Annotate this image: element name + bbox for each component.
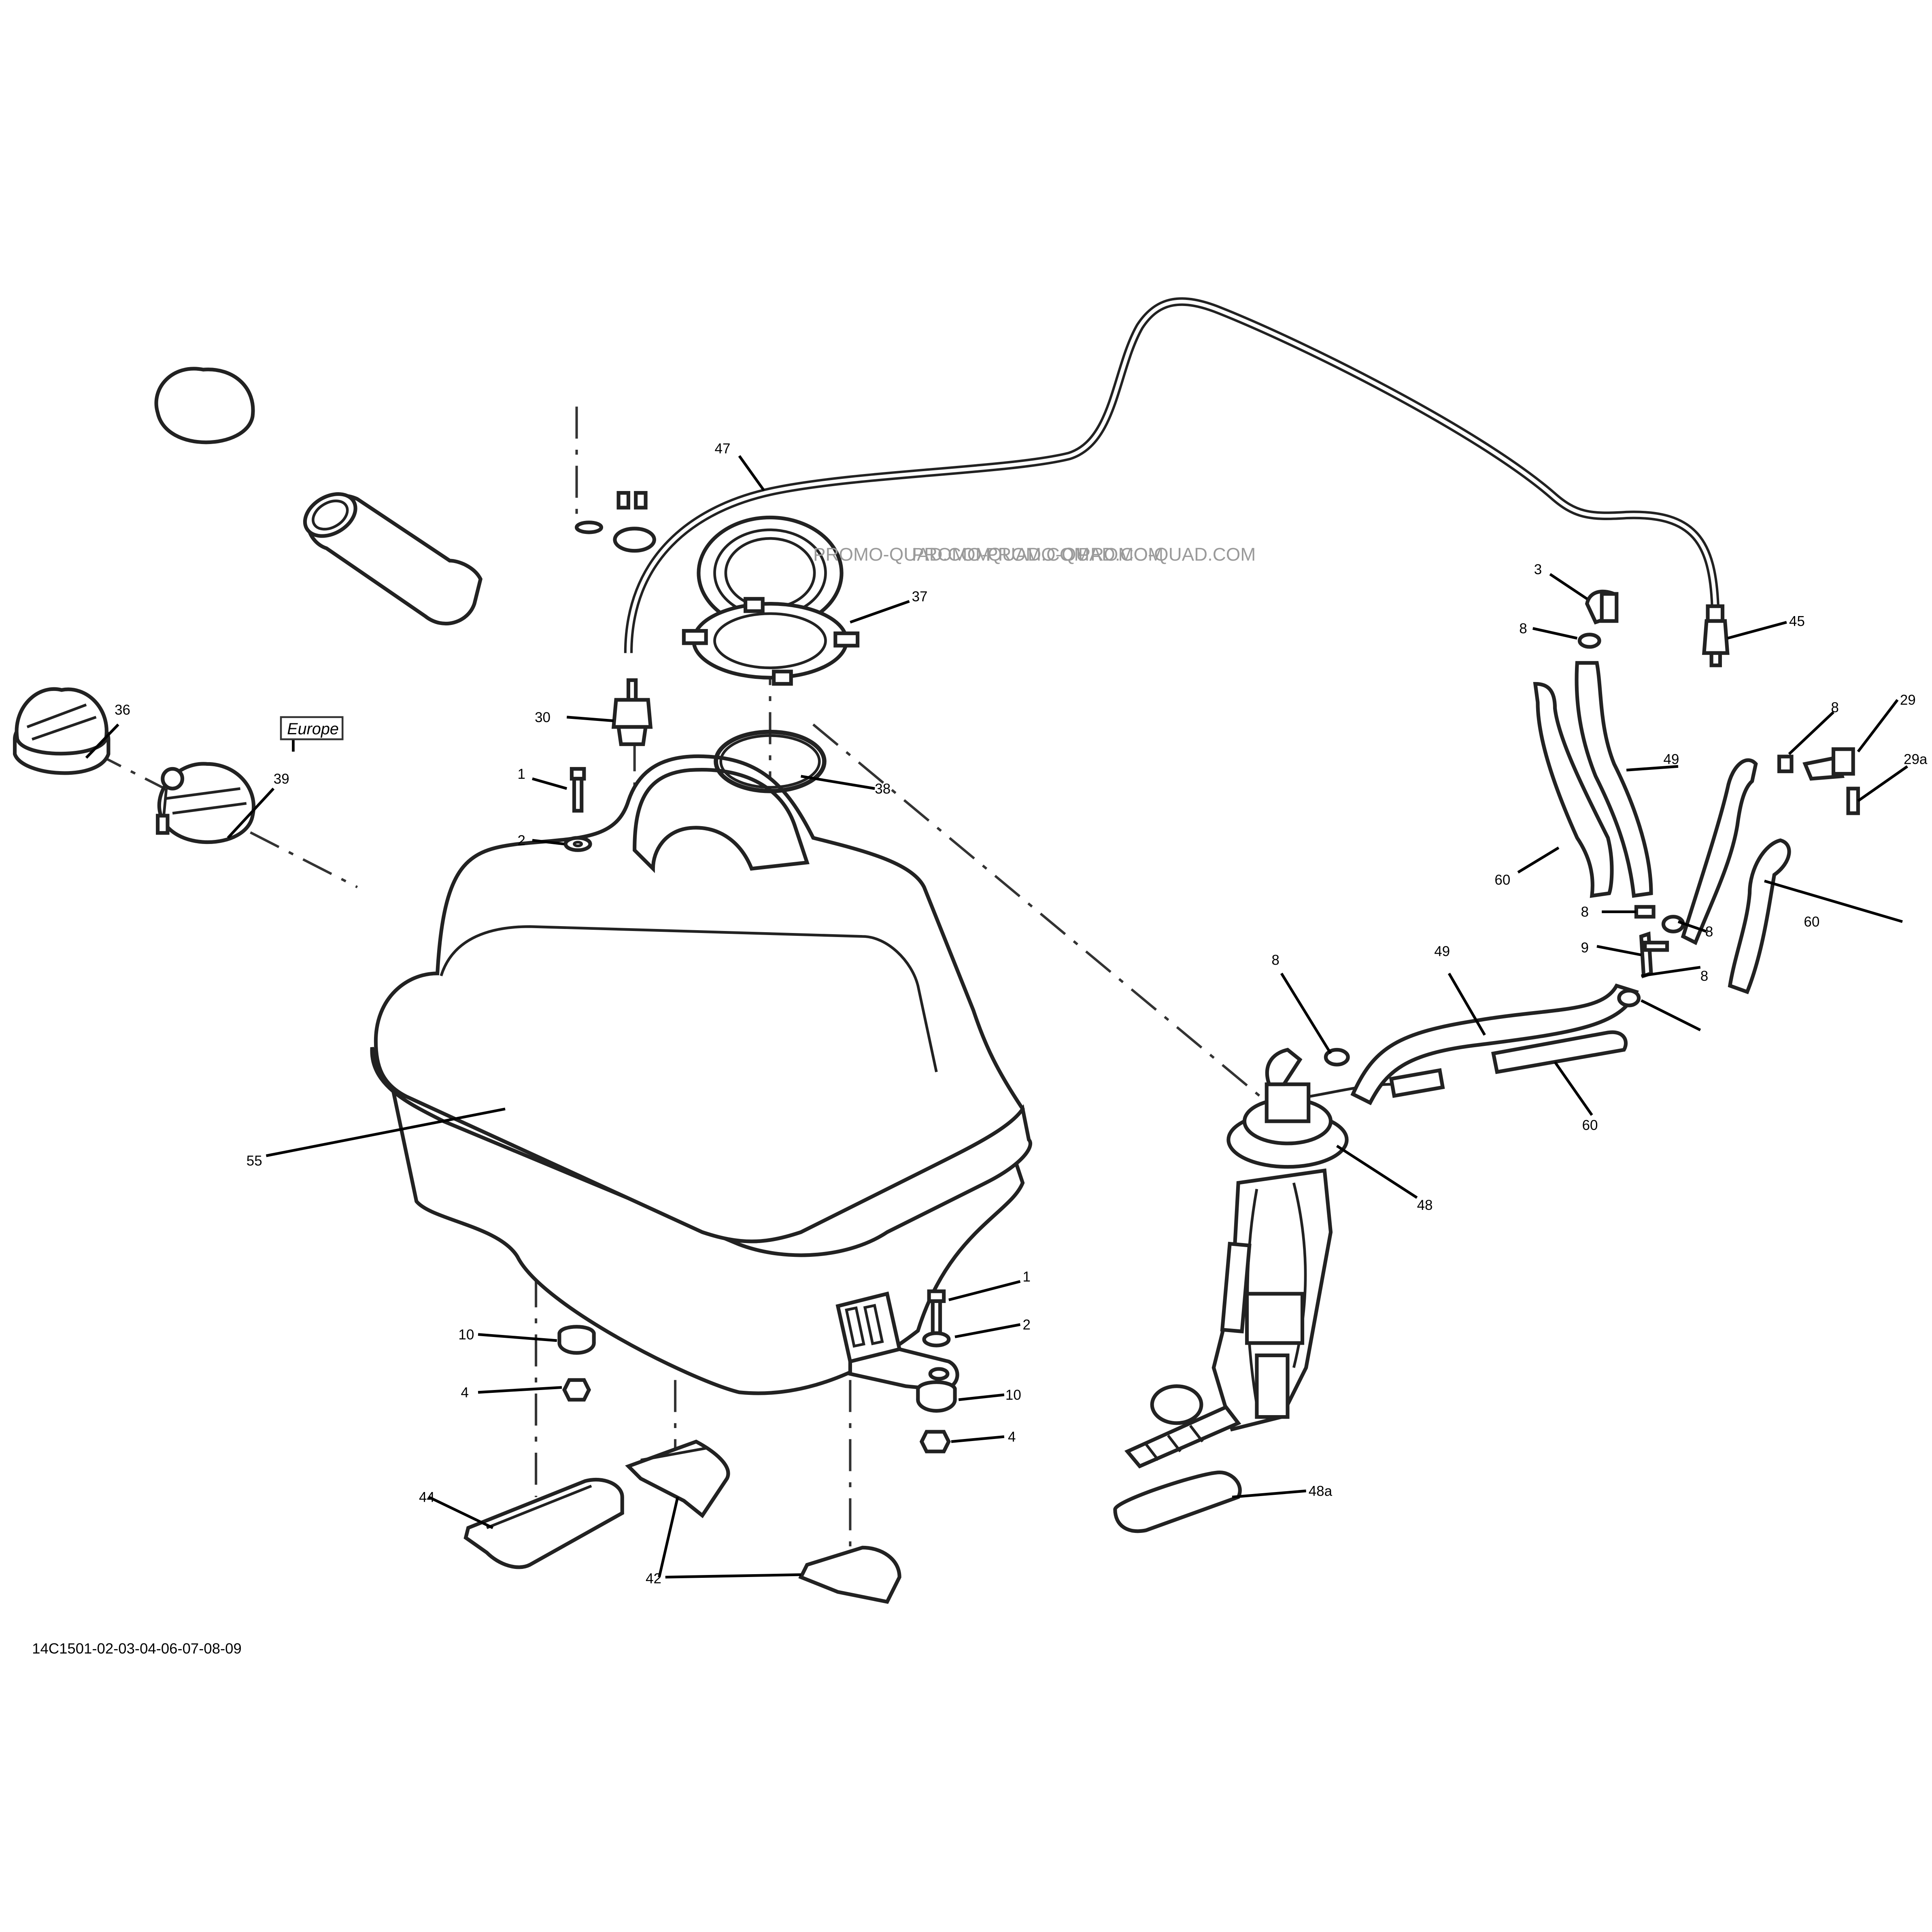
callout-4: 4 [461, 1385, 468, 1401]
callout-44: 44 [419, 1490, 435, 1505]
tank-pads [463, 1439, 901, 1604]
callout-2: 2 [517, 833, 525, 848]
callout-37: 37 [912, 589, 928, 604]
pump-gasket [714, 729, 827, 793]
callout-55: 55 [247, 1153, 262, 1169]
callout-29a: 29a [1904, 751, 1928, 767]
callout-30: 30 [535, 710, 550, 725]
watermark: PROMO-QUAD.COM [813, 544, 991, 565]
callout-39: 39 [274, 771, 289, 787]
callout-60: 60 [1494, 872, 1510, 888]
watermark: PROMO-QUAD.COM [986, 544, 1163, 565]
callout-8: 8 [1519, 621, 1527, 637]
region-tag: Europe [287, 720, 339, 738]
callout-1: 1 [1023, 1269, 1031, 1285]
rollover-valve [611, 678, 653, 746]
callout-29: 29 [1900, 692, 1916, 708]
callout-8: 8 [1700, 968, 1708, 984]
fuel-tank: PROMO-QUAD.COM PROMO-QUAD.COM PROMO-QUAD… [303, 491, 1256, 1395]
region-tag-box [280, 716, 344, 740]
fuel-pump-module [1113, 1048, 1445, 1533]
callout-60: 60 [1804, 914, 1819, 930]
callout-49: 49 [1663, 751, 1679, 767]
leader-lines [85, 455, 1909, 1579]
callout-48a: 48a [1309, 1483, 1333, 1499]
callout-10: 10 [458, 1327, 474, 1343]
callout-47: 47 [715, 441, 731, 457]
callout-10: 10 [1005, 1387, 1021, 1403]
callout-4: 4 [1008, 1429, 1016, 1445]
callout-36: 36 [115, 702, 130, 718]
callout-8: 8 [1705, 924, 1713, 939]
watermark: PROMO-QUAD.COM [1078, 544, 1256, 565]
hardware [557, 767, 957, 1454]
callout-9: 9 [1581, 940, 1588, 956]
callout-45: 45 [1789, 613, 1805, 629]
document-code: 14C1501-02-03-04-06-07-08-09 [32, 1640, 242, 1657]
watermark: PROMO-QUAD.COM [912, 544, 1090, 565]
hose-fittings [1324, 589, 1860, 1067]
callout-2: 2 [1023, 1317, 1031, 1333]
callout-60: 60 [1582, 1117, 1598, 1133]
fuel-hoses [1350, 661, 1791, 1105]
callout-38: 38 [875, 781, 891, 797]
pump-ring-nut [682, 597, 860, 686]
callout-labels: 47 37 38 30 36 39 1 2 3 8 45 8 29 29a 60… [115, 441, 1928, 1586]
callout-42: 42 [646, 1571, 661, 1587]
callout-48: 48 [1417, 1197, 1433, 1213]
locking-filler-cap [154, 367, 256, 844]
filler-cap [13, 687, 111, 775]
callout-1: 1 [517, 766, 525, 782]
callout-3: 3 [1534, 562, 1542, 578]
callout-8: 8 [1271, 952, 1279, 968]
callout-49: 49 [1434, 944, 1450, 959]
callout-8: 8 [1831, 699, 1838, 715]
callout-8: 8 [1581, 904, 1588, 920]
